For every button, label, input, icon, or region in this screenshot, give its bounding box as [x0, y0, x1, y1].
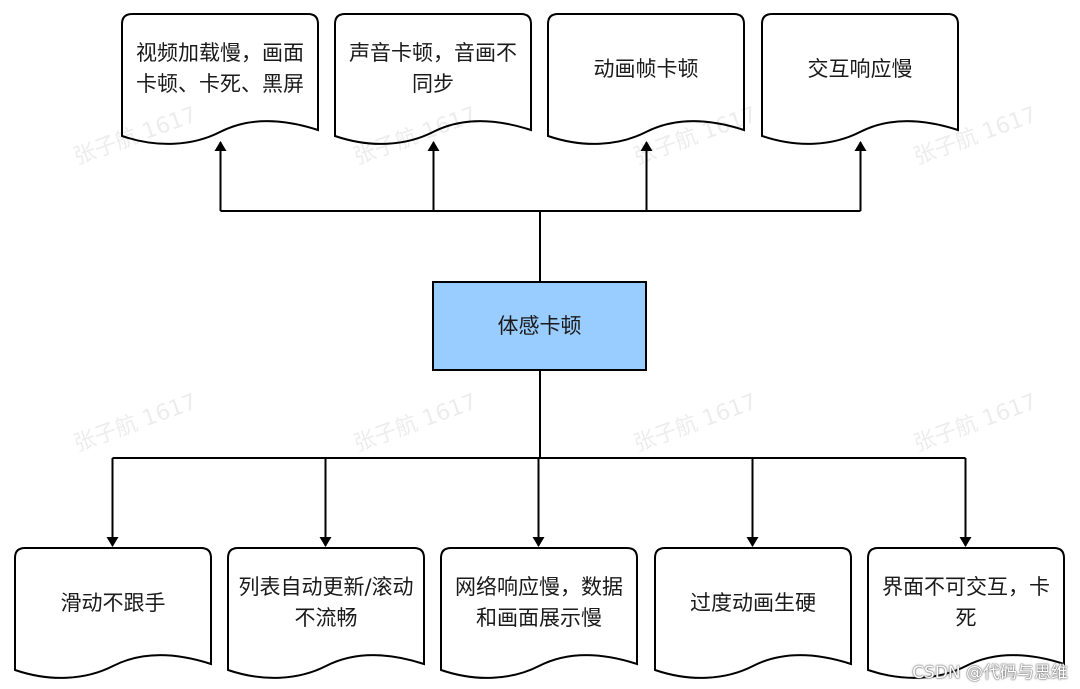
bottom-node-list: [227, 547, 425, 679]
top-node-animation-label: 动画帧卡顿: [593, 56, 699, 81]
bottom-node-scroll-label: 滑动不跟手: [60, 590, 166, 615]
bottom-node-transition-label: 过度动画生硬: [690, 590, 816, 615]
bottom-node-scroll: [14, 547, 212, 679]
footer-watermark: CSDN @代码与思维: [912, 663, 1068, 683]
top-node-animation: [547, 13, 745, 145]
center-node-label: 体感卡顿: [497, 313, 582, 338]
bottom-node-freeze: [867, 547, 1065, 679]
bottom-node-network: [440, 547, 638, 679]
shapes: [14, 13, 1065, 679]
center-node-box: [432, 281, 647, 371]
top-node-interaction-label: 交互响应慢: [807, 56, 913, 81]
bottom-node-list-label: 列表自动更新/滚动不流畅: [238, 575, 414, 630]
top-node-video-label: 视频加载慢，画面卡顿、卡死、黑屏: [136, 41, 304, 96]
top-node-video: [121, 13, 319, 145]
top-node-audio-label: 声音卡顿，音画不同步: [349, 41, 517, 96]
top-node-audio: [334, 13, 532, 145]
bottom-node-network-label: 网络响应慢，数据和画面展示慢: [455, 575, 623, 630]
bottom-node-freeze-label: 界面不可交互，卡死: [882, 575, 1050, 630]
connectors: [106, 141, 972, 547]
top-node-interaction: [761, 13, 959, 145]
bottom-node-transition: [654, 547, 852, 679]
